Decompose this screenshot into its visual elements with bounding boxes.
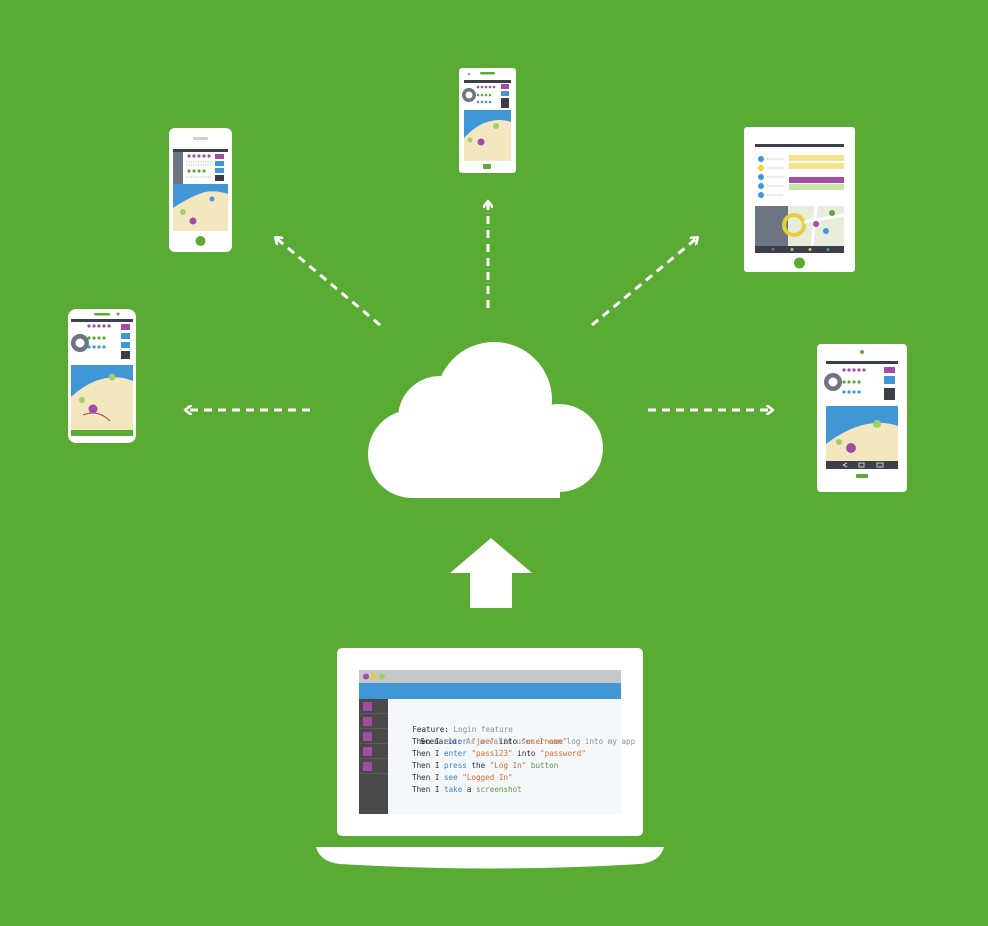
arrow-to-upper-right-tablet — [591, 238, 697, 327]
feature-text: Login feature — [448, 725, 513, 734]
step-token: enter — [444, 737, 467, 746]
code-editor: Feature: Login feature Scenario: As a va… — [388, 708, 635, 812]
step-token: "password" — [540, 749, 586, 758]
phone-icon — [459, 68, 516, 173]
step-token: Then I — [412, 785, 445, 794]
step-token: Then I — [412, 749, 445, 758]
tablet-icon — [744, 127, 855, 272]
step-token: the — [466, 761, 490, 770]
scenario-line: Scenario: As a valid user I can log into… — [402, 724, 635, 746]
step-token: Then I — [412, 761, 445, 770]
step-token: take — [444, 785, 463, 794]
step-line: Then I enter "pass123" into "password" — [412, 748, 586, 760]
step-token: Then I — [412, 737, 445, 746]
upload-arrow-icon — [450, 538, 532, 608]
ide-titlebar — [359, 670, 621, 683]
step-token: "joe" — [471, 737, 495, 746]
phone-icon — [169, 128, 232, 252]
feature-line: Feature: Login feature — [394, 712, 513, 734]
step-token: button — [526, 761, 559, 770]
step-token: "username" — [521, 737, 568, 746]
ide-sidebar — [359, 699, 388, 814]
step-token: "Logged In" — [462, 773, 513, 782]
window-dot-close — [363, 673, 369, 680]
step-token: press — [444, 761, 467, 770]
step-token: Then I — [412, 773, 445, 782]
step-token: "pass123" — [471, 749, 513, 758]
feature-keyword: Feature: — [412, 725, 449, 734]
scenario-keyword: Scenario: — [420, 737, 462, 746]
step-token: a — [462, 785, 477, 794]
distribution-arrows — [186, 202, 772, 410]
ide-toolbar — [359, 683, 621, 699]
step-line: Then I enter "joe" into "username" — [412, 736, 567, 748]
step-line: Then I see "Logged In" — [412, 772, 513, 784]
ide-window — [359, 670, 621, 814]
arrow-to-upper-left-phone — [276, 238, 381, 327]
scenario-text: As a valid user I can log into my app — [461, 737, 636, 746]
window-dot-maximize — [379, 673, 385, 680]
step-line: Then I take a screenshot — [412, 784, 522, 796]
step-token: enter — [444, 749, 467, 758]
step-token: screenshot — [476, 785, 522, 794]
step-token: see — [444, 773, 458, 782]
ide-sidebar-items — [363, 702, 372, 771]
cloud-icon — [368, 342, 603, 498]
step-line: Then I press the "Log In" button — [412, 760, 558, 772]
window-dot-minimize — [371, 673, 377, 680]
step-token: "Log In" — [489, 761, 527, 770]
tablet-icon — [817, 344, 907, 492]
laptop-icon — [316, 648, 664, 869]
step-token: into — [512, 749, 541, 758]
step-token: into — [494, 737, 522, 746]
phone-icon — [68, 309, 136, 443]
